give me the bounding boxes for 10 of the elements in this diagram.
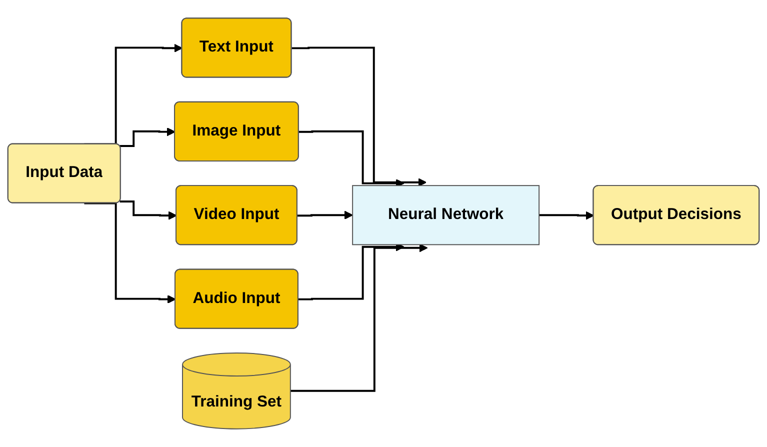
arrow: [120, 128, 176, 148]
arrow: [298, 130, 404, 188]
arrow: [298, 242, 404, 300]
arrow: [290, 244, 428, 392]
arrow: [120, 200, 177, 220]
node-box: Neural Network: [352, 185, 540, 246]
arrow: [84, 202, 176, 304]
arrow: [297, 210, 353, 220]
arrow: [292, 46, 427, 187]
arrow: [539, 211, 594, 220]
